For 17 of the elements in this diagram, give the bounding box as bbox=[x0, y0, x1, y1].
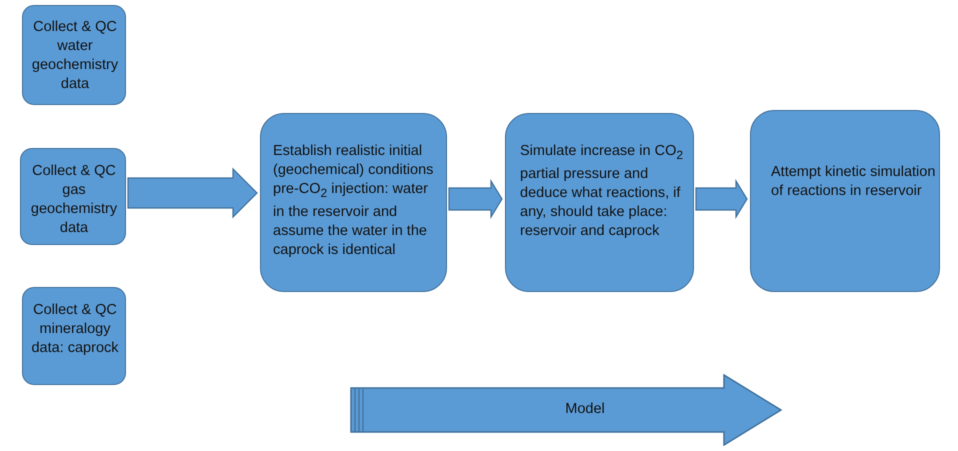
step-text: Model bbox=[564, 400, 606, 419]
block-arrow bbox=[127, 168, 258, 218]
step-text: Establish realistic initial (geochemical) conditions pre-CO$_{2}$ injection: water in the reservoir and assume the water in the caprock is identical bbox=[273, 142, 434, 260]
process-box bbox=[22, 287, 126, 385]
step-text: Simulate increase in CO$_{2}$ partial pressure and deduce what reactions, if any, should take place: reservoir and caprock bbox=[520, 142, 684, 241]
block-arrow bbox=[695, 178, 748, 220]
process-box bbox=[505, 113, 694, 292]
block-arrow bbox=[448, 178, 503, 220]
step-text: Attempt kinetic simulation of reactions in reservoir bbox=[771, 163, 936, 201]
process-box bbox=[22, 5, 126, 105]
process-box bbox=[20, 148, 126, 245]
step-text: Collect & QC mineralogy data: caprock bbox=[31, 301, 119, 358]
process-box bbox=[260, 113, 447, 292]
step-text: Collect & QC gas geochemistry data bbox=[30, 162, 118, 238]
block-arrow bbox=[350, 374, 782, 446]
process-box bbox=[750, 110, 940, 292]
step-text: Collect & QC water geochemistry data bbox=[31, 18, 119, 94]
